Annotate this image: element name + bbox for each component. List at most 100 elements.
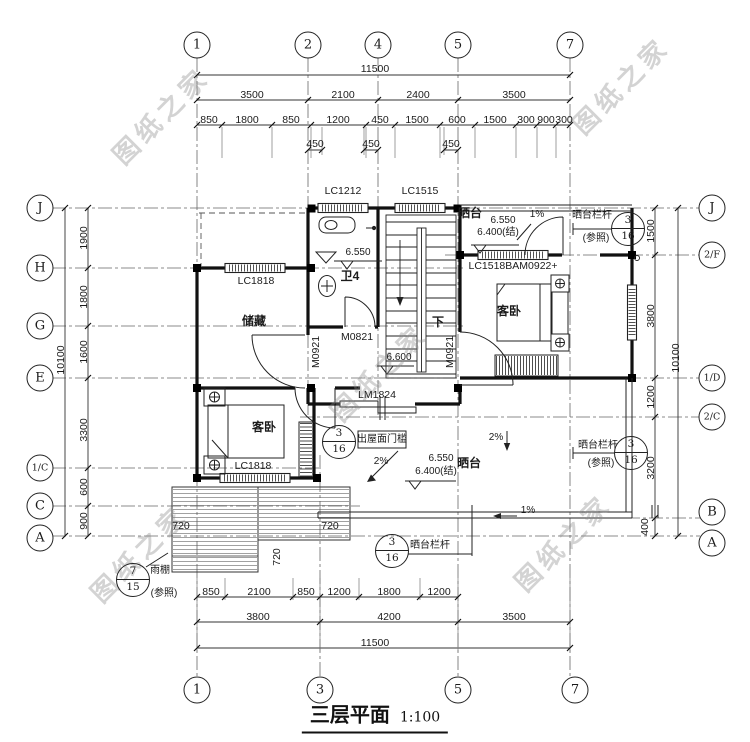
detail-sheet: 16 [332,443,346,455]
axis-bubble-top-4: 4 [364,31,392,59]
dim: 1800 [77,285,90,309]
dim: 850 [282,113,300,126]
axis-bubble-left-C: C [26,492,54,520]
dim: 2100 [331,88,355,101]
dim: 3800 [644,304,657,328]
detail-number: 3 [376,535,408,551]
axis-bubble-left-A: A [26,524,54,552]
axis-label: J [709,200,715,216]
axis-label: B [707,504,717,520]
dim: 1500 [644,219,657,243]
window-label-lc1515: LC1515 [401,184,439,197]
detail-bubble-canopy: 7 15 [116,563,150,597]
axis-label: 5 [453,682,463,698]
dim: 450 [362,137,380,150]
axis-bubble-bottom-3: 3 [306,676,334,704]
dim-bottom-total: 11500 [360,636,390,649]
dim: 1800 [377,585,401,598]
title-scale: 1:100 [399,709,441,726]
slope-middle: 2% [488,432,504,443]
room-label-storage: 储藏 [241,314,267,328]
axis-label: 2 [303,37,313,53]
note-ref-right: (参照) [587,458,615,469]
window-label-lc1818-top: LC1818 [237,274,275,287]
dim: 300 [555,113,573,126]
axis-bubble-left-1C: 1/C [26,454,54,482]
axis-label: 7 [565,37,575,53]
dim: 3300 [77,418,90,442]
axis-bubble-right-A: A [698,529,726,557]
dim-right-total: 10100 [669,343,682,373]
title-text: 三层平面 [309,702,390,727]
dim: 1200 [327,585,351,598]
axis-bubble-left-G: G [26,312,54,340]
axis-label: 5 [453,37,463,53]
dim: 1600 [77,340,90,364]
dim: 300 [517,113,535,126]
axis-bubble-left-J: J [26,194,54,222]
level-terrace-bottom-a: 6.550 [428,453,454,464]
detail-sheet: 16 [624,454,638,466]
axis-label: H [34,260,46,276]
dim: 900 [537,113,555,126]
level-terrace-top-a: 6.550 [490,215,516,226]
note-ref-canopy: (参照) [150,588,178,599]
dim: 850 [202,585,220,598]
dim: 600 [448,113,466,126]
detail-number: 3 [612,213,644,229]
axis-bubble-bottom-5: 5 [444,676,472,704]
dim: 3800 [246,610,270,623]
axis-label: 4 [373,37,383,53]
detail-sheet: 15 [126,581,140,593]
axis-bubble-left-E: E [26,364,54,392]
axis-label: 1 [192,37,202,53]
door-label-m0921-right: M0921 [443,335,456,369]
dim: 720 [172,519,190,532]
door-label-lm1824: LM1824 [358,388,396,401]
axis-bubble-top-5: 5 [444,31,472,59]
axis-bubble-right-B: B [698,498,726,526]
axis-bubble-top-2: 2 [294,31,322,59]
dim: 600 [77,478,90,496]
dim: 1500 [405,113,429,126]
level-hall: 6.600 [386,352,412,363]
note-canopy: 雨棚 [150,565,170,576]
level-bath: 6.550 [345,247,371,258]
level-terrace-bottom-b: 6.400(结) [415,466,457,477]
axis-bubble-top-7: 7 [556,31,584,59]
axis-bubble-bottom-7: 7 [561,676,589,704]
note-ref-top: (参照) [582,233,610,244]
axis-label: 1/D [703,372,721,384]
room-label-bedroom-left: 客卧 [251,420,277,434]
window-label-lc1212: LC1212 [324,184,362,197]
axis-label: J [37,200,43,216]
detail-bubble-railing-top: 3 16 [611,212,645,246]
detail-number: 7 [117,564,149,580]
axis-label: A [707,535,717,551]
axis-label: 1/C [31,462,49,474]
dim: 4200 [377,610,401,623]
dim: 1200 [644,385,657,409]
door-label-m0921-left: M0921 [309,335,322,369]
dim-top-total: 11500 [360,62,390,75]
dim: 3500 [502,610,526,623]
axis-bubble-right-J: J [698,194,726,222]
dim: 850 [297,585,315,598]
door-label-m0821: M0821 [340,330,374,343]
dim: 1800 [235,113,259,126]
stair-down-label: 下 [431,315,445,329]
room-label-bath: 卫4 [340,269,360,283]
axis-bubble-right-2F: 2/F [698,241,726,269]
slope-left: 2% [373,456,389,467]
axis-label: 2/F [704,249,720,261]
axis-bubble-right-1D: 1/D [698,364,726,392]
slope-top-right: 1% [529,209,545,220]
room-label-terrace-bottom: 晒台 [456,456,482,470]
dim: 450 [442,137,460,150]
detail-number: 3 [615,437,647,453]
room-label-terrace-top: 晒台 [457,206,483,220]
dim: 1200 [427,585,451,598]
detail-sheet: 16 [385,552,399,564]
note-railing-bottom: 晒台栏杆 [410,540,450,551]
dim: 1500 [483,113,507,126]
